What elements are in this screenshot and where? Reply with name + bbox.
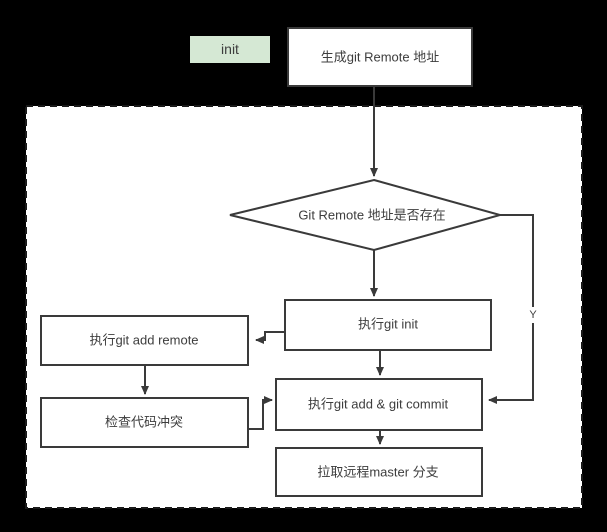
node-add-remote[interactable]: [40, 315, 249, 366]
edge-git-init-to-add-remote: [255, 331, 285, 344]
node-decision-label: Git Remote 地址是否存在: [298, 207, 445, 222]
edge-label-yes: Y: [529, 309, 537, 321]
edge-check-conflict-to-add-commit: [248, 396, 273, 430]
node-pull-master[interactable]: [275, 447, 483, 497]
node-check-conflict[interactable]: [40, 397, 249, 448]
node-git-init-label: 执行git init: [358, 316, 418, 331]
node-check-conflict-label: 检查代码冲突: [105, 414, 183, 429]
init-tag-label: init: [221, 41, 239, 57]
node-gen-remote[interactable]: [287, 27, 473, 87]
node-git-init[interactable]: [284, 299, 492, 351]
node-add-commit[interactable]: [275, 378, 483, 431]
edge-label-yes-backdrop: [525, 307, 541, 323]
node-gen-remote-label: 生成git Remote 地址: [321, 49, 439, 64]
init-tag-box: [190, 36, 270, 63]
node-pull-master-label: 拉取远程master 分支: [317, 464, 438, 479]
node-add-commit-label: 执行git add & git commit: [308, 396, 449, 411]
node-add-remote-label: 执行git add remote: [89, 332, 198, 347]
